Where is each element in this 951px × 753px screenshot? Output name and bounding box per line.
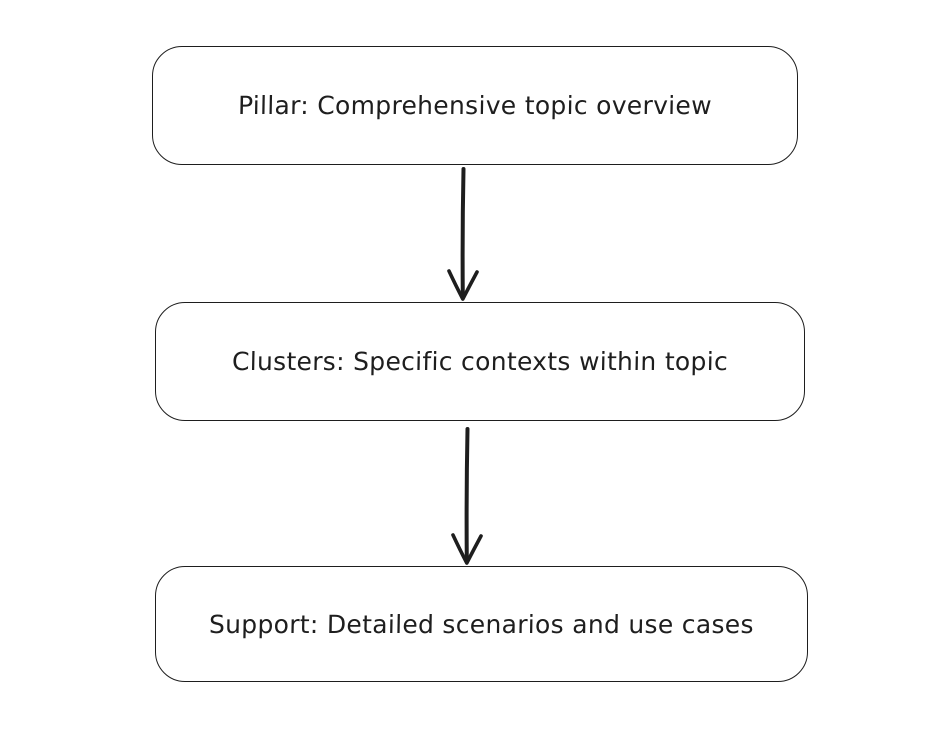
arrow-clusters-to-support-icon (451, 427, 483, 565)
flow-node-support: Support: Detailed scenarios and use case… (155, 566, 808, 682)
flow-node-support-label: Support: Detailed scenarios and use case… (208, 609, 755, 639)
flow-node-pillar: Pillar: Comprehensive topic overview (152, 46, 798, 165)
flow-node-clusters-label: Clusters: Specific contexts within topic (231, 347, 729, 376)
flow-node-pillar-label: Pillar: Comprehensive topic overview (237, 91, 713, 120)
flow-node-clusters: Clusters: Specific contexts within topic (155, 302, 805, 421)
arrow-pillar-to-clusters-icon (447, 167, 479, 301)
